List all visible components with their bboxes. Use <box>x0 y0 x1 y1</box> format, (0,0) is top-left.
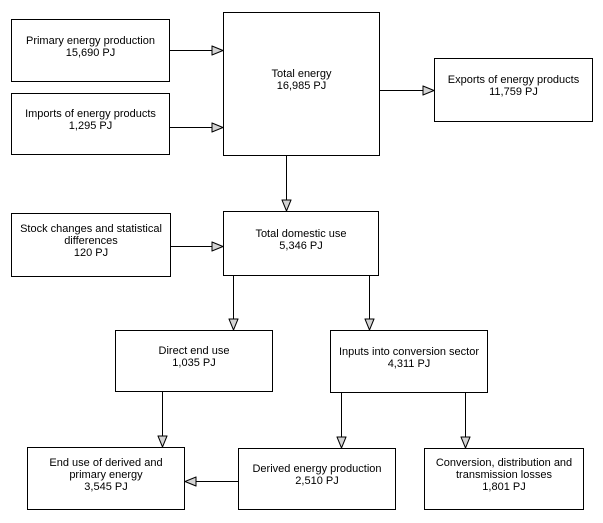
box-label: End use of derived and <box>49 456 163 469</box>
box-label: Imports of energy products <box>25 108 156 120</box>
box-label: Stock changes and statistical <box>20 223 162 235</box>
box-primary-energy-production: Primary energy production 15,690 PJ <box>11 19 170 82</box>
box-label: transmission losses <box>456 469 552 481</box>
box-label: Total domestic use <box>255 227 347 240</box>
box-value: 1,035 PJ <box>172 357 216 369</box>
box-value: 5,346 PJ <box>279 239 323 252</box>
box-label: Inputs into conversion sector <box>338 345 480 358</box>
box-total-energy: Total energy 16,985 PJ <box>223 12 380 156</box>
box-value: 3,545 PJ <box>84 480 128 493</box>
box-total-domestic-use: Total domestic use 5,346 PJ <box>223 211 379 276</box>
box-label: Primary energy production <box>25 34 155 47</box>
box-derived-energy-production: Derived energy production 2,510 PJ <box>238 448 396 510</box>
box-value: 120 PJ <box>73 247 109 259</box>
box-label: Conversion, distribution and <box>435 457 573 469</box>
box-end-use-derived-primary: End use of derived and primary energy 3,… <box>27 447 185 510</box>
box-label: differences <box>64 235 118 247</box>
box-value: 2,510 PJ <box>295 475 339 487</box>
box-stock-changes: Stock changes and statistical difference… <box>11 213 171 277</box>
box-exports-energy-products: Exports of energy products 11,759 PJ <box>434 58 593 122</box>
box-value: 1,295 PJ <box>68 120 113 132</box>
box-label: Total energy <box>271 68 332 80</box>
box-label: Direct end use <box>158 345 230 357</box>
box-label: Derived energy production <box>252 463 382 475</box>
box-value: 1,801 PJ <box>482 481 526 493</box>
box-value: 16,985 PJ <box>276 80 327 92</box>
box-label: Exports of energy products <box>447 74 580 86</box>
box-value: 15,690 PJ <box>65 46 116 59</box>
box-imports-energy-products: Imports of energy products 1,295 PJ <box>11 93 170 155</box>
box-conversion-losses: Conversion, distribution and transmissio… <box>424 448 584 510</box>
box-direct-end-use: Direct end use 1,035 PJ <box>115 330 273 392</box>
box-label: primary energy <box>69 468 143 481</box>
box-inputs-conversion-sector: Inputs into conversion sector 4,311 PJ <box>330 330 488 393</box>
box-value: 4,311 PJ <box>387 357 431 370</box>
box-value: 11,759 PJ <box>489 86 538 98</box>
